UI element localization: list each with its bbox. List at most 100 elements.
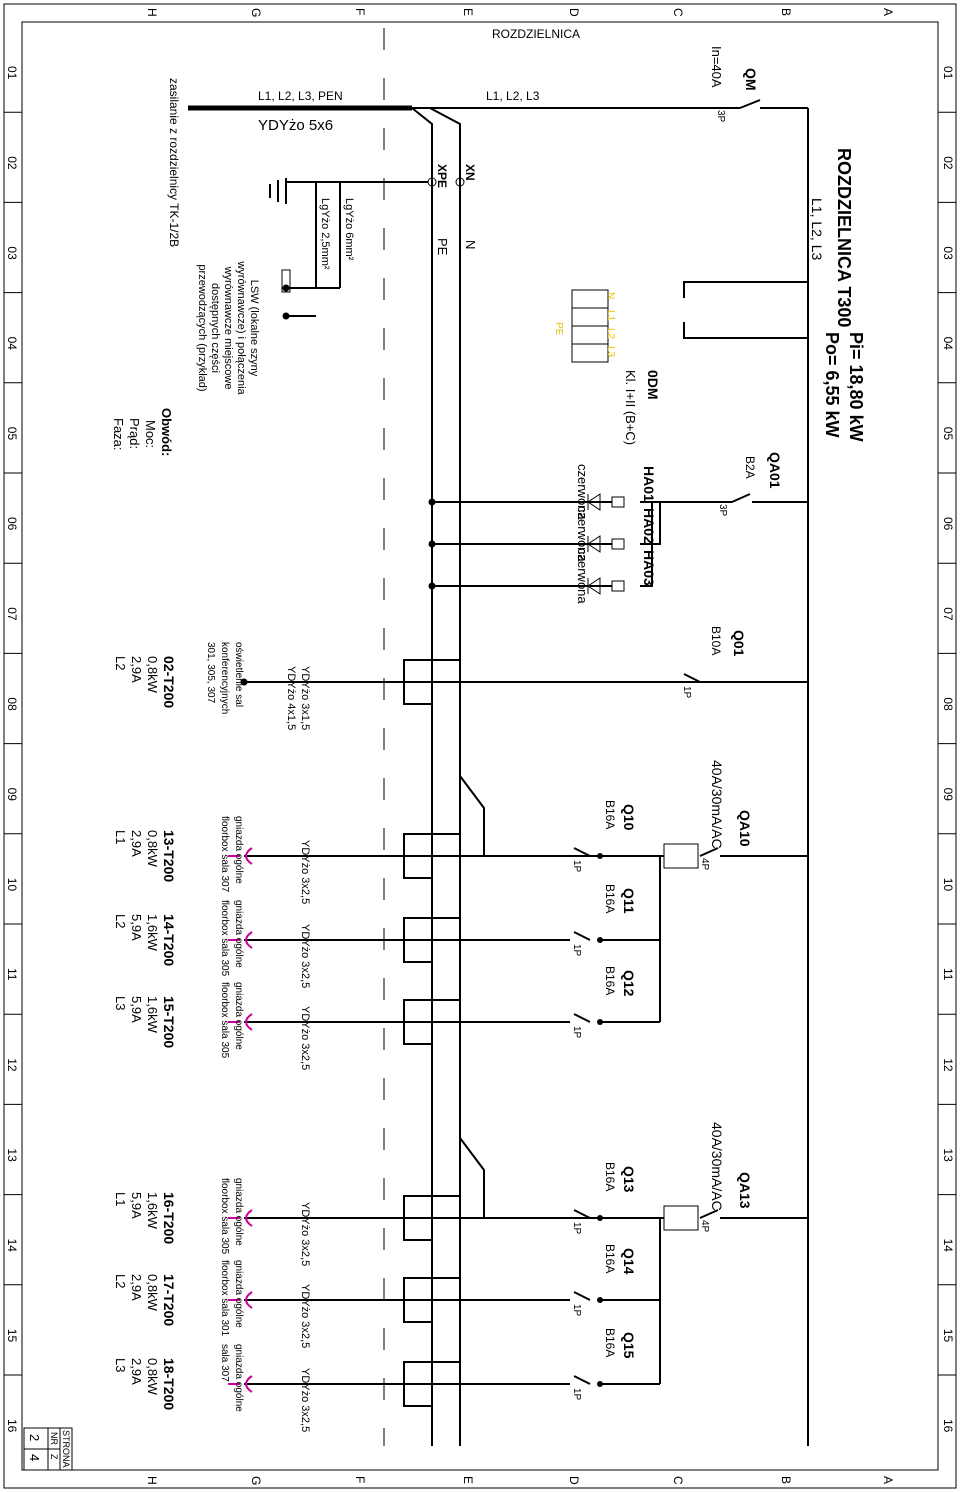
qm-name: QM [743, 68, 759, 91]
frame-col-right-02: 02 [941, 156, 955, 170]
frame-row-top-G: G [249, 8, 263, 17]
circuit-desc-2: floorbox sala 305 [219, 982, 230, 1059]
cable-label: YDYżo 3x2,5 [299, 1006, 311, 1070]
frame-col-left-11: 11 [5, 968, 19, 981]
page-number: 2 [27, 1434, 42, 1441]
circuit-current: 2,9A [129, 830, 144, 857]
breaker-name: Q14 [621, 1248, 637, 1275]
drawing-frame [3, 3, 957, 1489]
frame-col-left-01: 01 [5, 66, 19, 80]
breaker-rating: B16A [603, 966, 617, 995]
rcd-name: QA13 [737, 1172, 753, 1209]
circuit-desc-1: oświetlenie sal [233, 642, 244, 707]
cable-label: YDYżo 3x2,5 [299, 924, 311, 988]
spd-l3-label: L3 [605, 346, 616, 358]
circuit-phase: L2 [113, 656, 128, 670]
supply-cable-label: YDYżo 5x6 [258, 117, 333, 134]
circuit-desc-1: gniazda ogólne [233, 816, 244, 884]
breaker-poles: 1P [571, 860, 582, 873]
frame-row-top-A: A [881, 8, 895, 16]
frame-col-right-11: 11 [941, 968, 955, 981]
frame-col-left-15: 15 [5, 1329, 19, 1343]
frame-col-left-09: 09 [5, 788, 19, 802]
frame-col-right-06: 06 [941, 517, 955, 531]
breaker-poles: 1P [571, 1304, 582, 1317]
circuit-phase: L1 [113, 1192, 128, 1206]
surge-protector: N L1 L2 L3 PE 0DM Kl. I+II (B+C) [553, 281, 808, 445]
breaker-name: Q13 [621, 1166, 637, 1193]
breaker-poles: 1P [571, 944, 582, 957]
breaker-poles: 1P [571, 1222, 582, 1235]
spd-n-label: N [605, 292, 616, 299]
title-block: STRONA NR Z 2 4 [23, 1427, 73, 1471]
circuit-current: 2,9A [129, 1358, 144, 1385]
frame-col-right-09: 09 [941, 788, 955, 802]
circuit-current: 5,9A [129, 996, 144, 1023]
page-total: 4 [27, 1454, 42, 1461]
rcd-rating: 40A/30mA/AC [709, 760, 725, 849]
frame-col-left-08: 08 [5, 697, 19, 711]
frame-row-bottom-C: C [671, 1476, 685, 1485]
circuit-phase: L3 [113, 1358, 128, 1372]
breaker-poles: 1P [571, 1388, 582, 1401]
circuit-power: 1,6kW [145, 996, 160, 1034]
lamp-name: HA01 [641, 466, 657, 502]
frame-col-right-01: 01 [941, 66, 955, 80]
frame-row-bottom-B: B [779, 1476, 793, 1484]
cable-label: YDYżo 3x2,5 [299, 1284, 311, 1348]
breaker-name: Q11 [621, 888, 637, 914]
frame-col-right-12: 12 [941, 1058, 955, 1072]
circuit-id: 14-T200 [161, 914, 177, 966]
frame-col-left-07: 07 [5, 607, 19, 621]
breaker-name: Q15 [621, 1332, 637, 1359]
z-label: Z [49, 1454, 59, 1460]
circuit-desc-1: gniazda ogólne [233, 1344, 244, 1412]
frame-row-bottom-H: H [145, 1476, 159, 1485]
lamp-color: czerwona [575, 464, 590, 520]
frame-col-right-13: 13 [941, 1148, 955, 1162]
legend-faza: Faza: [111, 418, 126, 451]
breaker-name: Q01 [731, 630, 747, 657]
frame-row-top-H: H [145, 8, 159, 17]
spd-l2-label: L2 [605, 328, 616, 340]
frame-row-bottom-E: E [461, 1476, 475, 1484]
frame-col-left-02: 02 [5, 156, 19, 170]
circuit-desc-1: gniazda ogólne [233, 982, 244, 1050]
circuit-power: 1,6kW [145, 1192, 160, 1230]
frame-col-left-14: 14 [5, 1239, 19, 1253]
circuit-desc-2: konferencyjnych [219, 642, 230, 714]
circuit-id: 18-T200 [161, 1358, 177, 1410]
main-switch-qm: QM In=40A 3P [709, 46, 809, 1446]
lamp-name: HA03 [641, 550, 657, 586]
switchboard-phases: L1, L2, L3 [809, 198, 825, 260]
circuit-phase: L2 [113, 1274, 128, 1288]
cable-label: YDYżo 3x2,5 [299, 840, 311, 904]
circuit-id: 16-T200 [161, 1192, 177, 1244]
circuit-desc-1: gniazda ogólne [233, 900, 244, 968]
circuit-desc-2: floorbox sala 301 [219, 1260, 230, 1337]
cable-label: YDYżo 3x2,5 [299, 1368, 311, 1432]
breaker-rating: B16A [603, 800, 617, 829]
qm-poles: 3P [715, 110, 726, 123]
circuit-phase: L3 [113, 996, 128, 1010]
demand-power: Po= 6,55 kW [822, 332, 842, 438]
circuit-current: 5,9A [129, 914, 144, 941]
breaker-poles: 1P [681, 686, 692, 699]
xpe-terminal-label: XPE [435, 164, 449, 188]
circuit-power: 0,8kW [145, 1358, 160, 1396]
frame-col-right-15: 15 [941, 1329, 955, 1343]
supply-source-label: zasilanie z rozdzielnicy TK-1/2B [167, 78, 181, 247]
frame-col-right-07: 07 [941, 607, 955, 621]
earth-symbol [269, 178, 287, 204]
breaker-rating: B16A [603, 1328, 617, 1357]
circuit-id: 13-T200 [161, 830, 177, 882]
qa01-name: QA01 [767, 452, 783, 489]
